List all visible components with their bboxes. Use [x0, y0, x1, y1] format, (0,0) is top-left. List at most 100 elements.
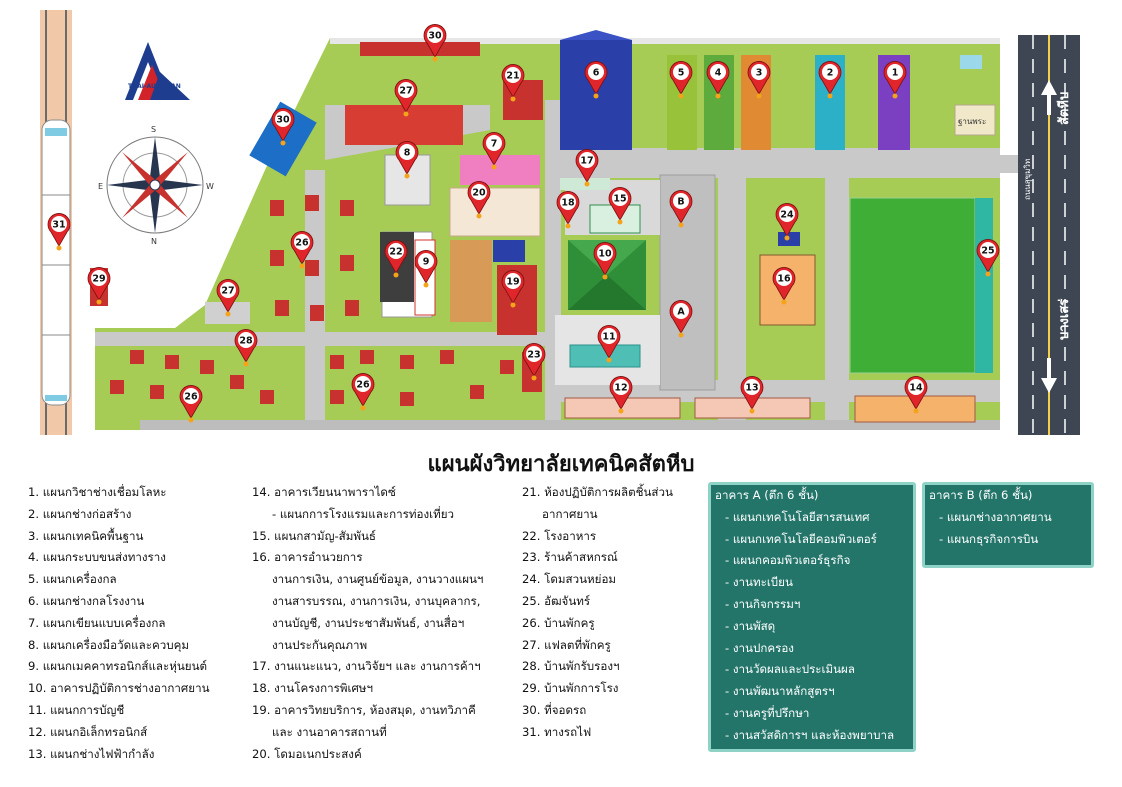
map-pin-4[interactable]: 4 [706, 61, 730, 99]
legend-item: 16. อาคารอำนวยการ [252, 550, 363, 565]
map-pin-number: 10 [598, 249, 612, 260]
map-pin-number: 21 [506, 71, 519, 82]
map-pin-number: 30 [428, 31, 442, 42]
legend-item: 1. แผนกวิชาช่างเชื่อมโลหะ [28, 485, 167, 499]
map-pin-2[interactable]: 2 [818, 61, 842, 99]
map-pin-15[interactable]: 15 [608, 187, 632, 225]
map-pin-number: 8 [404, 148, 411, 159]
map-pin-17[interactable]: 17 [575, 149, 599, 187]
flag-label: ฐานพระ [958, 117, 986, 126]
map-pin-number: 1 [892, 68, 899, 79]
legend-item: 24. โดมสวนหย่อม [522, 572, 617, 587]
map-pin-number: 11 [602, 332, 615, 343]
legend-item: 31. ทางรถไฟ [522, 724, 592, 739]
legend-item: 14. อาคารเวียนนาพาราไดซ์ [252, 485, 396, 499]
train [41, 119, 71, 406]
legend-item: และ งานอาคารสถานที่ [272, 724, 387, 739]
map-pin-18[interactable]: 18 [556, 191, 580, 229]
map-pin-3[interactable]: 3 [747, 61, 771, 99]
map-pin-19[interactable]: 19 [501, 270, 525, 308]
legend-item: 9. แผนกเมคคาทรอนิกส์และหุ่นยนต์ [28, 659, 208, 674]
road-label-bangsaray: บางเสร่ [1057, 299, 1072, 340]
legend-item: 8. แผนกเครื่องมือวัดและควบคุม [28, 637, 189, 652]
map-pin-1[interactable]: 1 [883, 61, 907, 99]
map-pin-10[interactable]: 10 [593, 242, 617, 280]
map-pin-16[interactable]: 16 [772, 267, 796, 305]
map-pin-28[interactable]: 28 [234, 329, 258, 367]
map-pin-7[interactable]: 7 [482, 132, 506, 170]
legend-item: 23. ร้านค้าสหกรณ์ [522, 550, 618, 565]
map-pin-24[interactable]: 24 [775, 203, 799, 241]
legend-item: 29. บ้านพักการโรง [522, 681, 619, 696]
building-info-item: - แผนกเทคโนโลยีคอมพิวเตอร์ [725, 531, 877, 546]
map-pin-number: 29 [92, 274, 105, 285]
campus-map: สัตหีบ บางเสร่ ถนนสุขุมวิท THAI-AUSTRIAN… [40, 10, 1080, 435]
map-pin-number: 25 [981, 246, 994, 257]
map-pin-12[interactable]: 12 [609, 376, 633, 414]
legend-item: 6. แผนกช่างกลโรงงาน [28, 593, 145, 608]
compass-w: W [206, 182, 214, 191]
map-pin-building-b[interactable]: B [669, 190, 693, 228]
map-pin-26[interactable]: 26 [351, 373, 375, 411]
building-info-item: - แผนกธุรกิจการบิน [939, 531, 1039, 546]
map-pin-number: 6 [593, 68, 600, 79]
map-pin-number: 14 [909, 383, 923, 394]
map-pin-number: 7 [491, 139, 498, 150]
map-pin-30[interactable]: 30 [423, 24, 447, 62]
map-pin-11[interactable]: 11 [597, 325, 621, 363]
map-pin-8[interactable]: 8 [395, 141, 419, 179]
building-info-item: - งานวัดผลและประเมินผล [725, 662, 855, 677]
legend-item: อากาศยาน [542, 506, 598, 521]
road-label-sukhumvit: ถนนสุขุมวิท [1023, 159, 1032, 200]
map-pin-20[interactable]: 20 [467, 181, 491, 219]
map-pin-27[interactable]: 27 [216, 279, 240, 317]
map-pin-6[interactable]: 6 [584, 61, 608, 99]
map-pin-number: 12 [614, 383, 627, 394]
map-pin-9[interactable]: 9 [414, 250, 438, 288]
map-pin-number: 28 [239, 336, 253, 347]
map-pin-14[interactable]: 14 [904, 376, 928, 414]
legend-item: 27. แฟลตที่พักครู [522, 637, 611, 652]
map-pin-27[interactable]: 27 [394, 79, 418, 117]
road-connector [1000, 155, 1018, 173]
map-pin-number: 18 [561, 198, 575, 209]
legend-item: 25. อัฒจันทร์ [522, 593, 591, 608]
map-pin-30[interactable]: 30 [271, 108, 295, 146]
map-pin-number: 22 [389, 247, 402, 258]
map-pin-26[interactable]: 26 [179, 385, 203, 423]
legend-item: 21. ห้องปฏิบัติการผลิตชิ้นส่วน [522, 485, 673, 499]
legend-item: - แผนกการโรงแรมและการท่องเที่ยว [272, 506, 455, 521]
map-pin-22[interactable]: 22 [384, 240, 408, 278]
map-pin-26[interactable]: 26 [290, 231, 314, 269]
map-pin-number: 20 [472, 188, 486, 199]
legend-item: งานการเงิน, งานศูนย์ข้อมูล, งานวางแผนฯ [272, 572, 484, 587]
map-pin-21[interactable]: 21 [501, 64, 525, 102]
college-logo: THAI-AUSTRIAN [125, 42, 190, 100]
legend-item: 7. แผนกเขียนแบบเครื่องกล [28, 615, 166, 630]
map-pin-31[interactable]: 31 [47, 213, 71, 251]
arrow-down-icon [1041, 358, 1057, 393]
legend-item: 11. แผนกการบัญชี [28, 702, 125, 717]
building-info-item: - งานพัสดุ [725, 618, 776, 633]
map-pin-number: 27 [399, 86, 412, 97]
building-info-item: - แผนกเทคโนโลยีสารสนเทศ [725, 509, 870, 524]
legend-item: งานบัญชี, งานประชาสัมพันธ์, งานสื่อฯ [272, 615, 465, 630]
building-b-info: อาคาร B (ตึก 6 ชั้น) - แผนกช่างอากาศยาน-… [922, 482, 1094, 568]
map-pin-number: 26 [295, 238, 309, 249]
legend-item: งานสารบรรณ, งานการเงิน, งานบุคลากร, [272, 593, 481, 608]
map-pin-number: B [677, 197, 684, 208]
building-info-item: - งานพัฒนาหลักสูตรฯ [725, 684, 835, 699]
map-pin-25[interactable]: 25 [976, 239, 1000, 277]
map-pin-building-a[interactable]: A [669, 300, 693, 338]
road-north [545, 148, 1000, 178]
compass-n: N [151, 237, 157, 246]
map-pin-23[interactable]: 23 [522, 343, 546, 381]
legend-item: 26. บ้านพักครู [522, 615, 595, 630]
map-pin-29[interactable]: 29 [87, 267, 111, 305]
road-label-sattahip: สัตหีบ [1056, 92, 1072, 125]
building-info-item: - งานสวัสดิการฯ และห้องพยาบาล [725, 727, 895, 742]
map-pin-13[interactable]: 13 [740, 376, 764, 414]
map-pin-5[interactable]: 5 [669, 61, 693, 99]
